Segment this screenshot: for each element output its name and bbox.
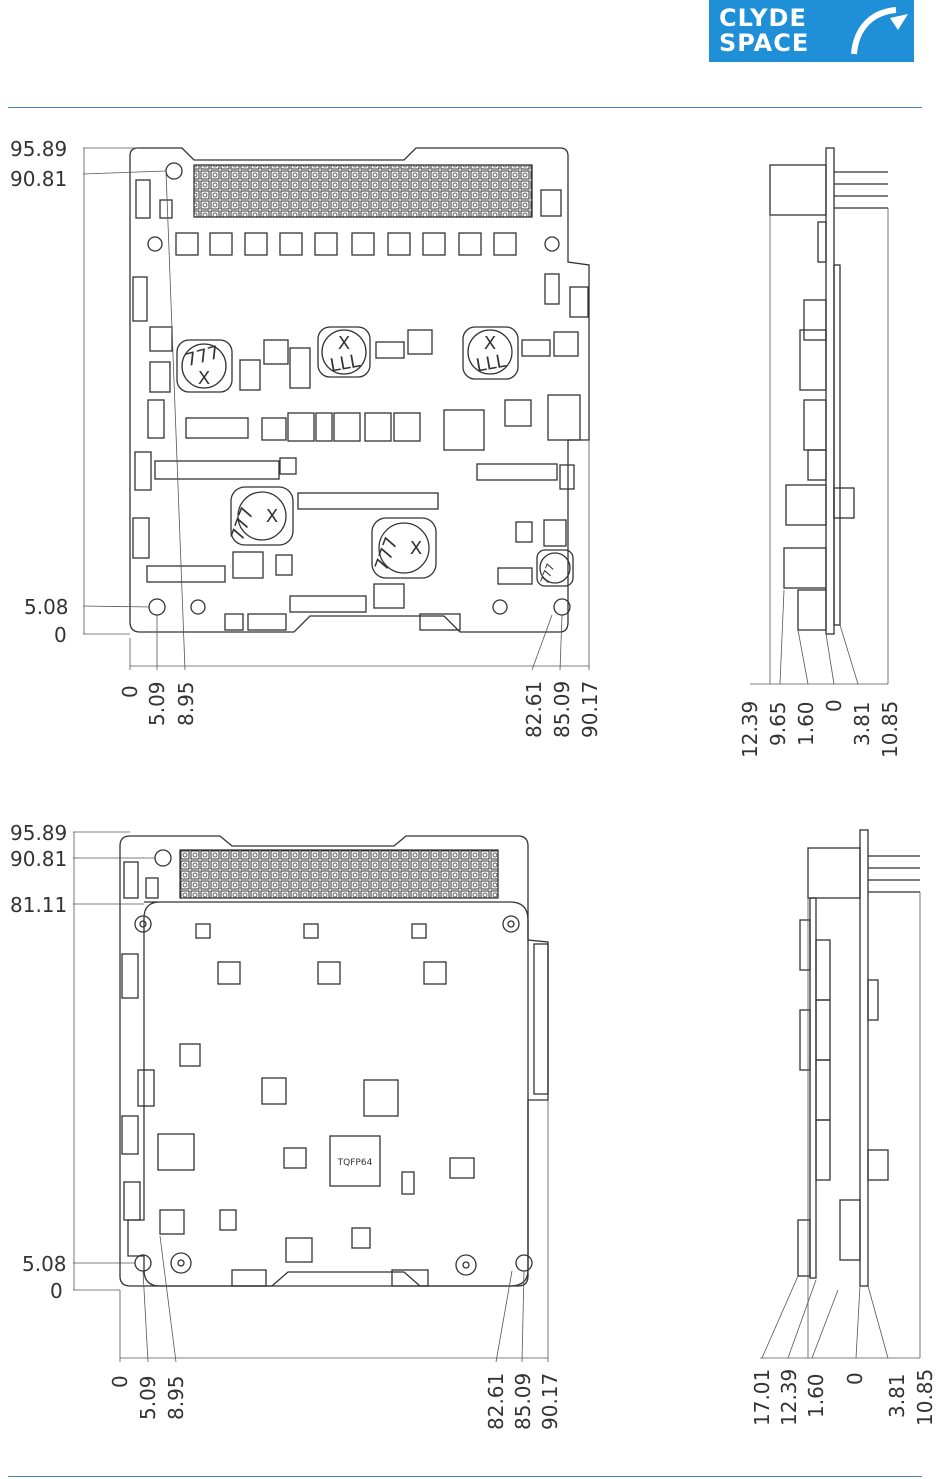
- side1-dim-0: 0: [822, 699, 846, 712]
- top-dim-90-81: 90.81: [10, 167, 67, 191]
- inductor-mark-1b: X: [198, 368, 210, 389]
- side2-dim-12-39: 12.39: [777, 1369, 801, 1426]
- side2-dim-1-60: 1.60: [804, 1373, 828, 1418]
- swoosh-icon: [851, 7, 908, 55]
- top-hdim-8-95: 8.95: [174, 681, 198, 726]
- bottom-hdim-8-95: 8.95: [164, 1375, 188, 1420]
- bottom-dim-5-08: 5.08: [22, 1252, 67, 1276]
- side1-dim-3-81: 3.81: [850, 701, 874, 746]
- inductor-mark-3: X: [484, 333, 496, 354]
- bottom-board-marks: TQFP64: [337, 1158, 373, 1168]
- bottom-view-dim-lines: [73, 831, 549, 1363]
- bottom-view-vertical-dims: 95.89 90.81 81.11 5.08 0: [10, 821, 67, 1303]
- inductor-mark-2b: LLL: [328, 351, 361, 377]
- side1-dim-10-85: 10.85: [878, 701, 902, 758]
- bottom-hdim-82-61: 82.61: [484, 1373, 508, 1430]
- inductor-mark-4b: X: [266, 506, 278, 527]
- side1-dim-12-39: 12.39: [738, 701, 762, 758]
- header-rule: [8, 107, 922, 108]
- bottom-dim-90-81: 90.81: [10, 847, 67, 871]
- side1-dim-1-60: 1.60: [794, 701, 818, 746]
- inductor-mark-5: 777: [371, 534, 402, 573]
- top-board: [129, 147, 590, 633]
- top-dim-0: 0: [54, 623, 67, 647]
- bottom-hdim-0: 0: [108, 1375, 132, 1388]
- top-hdim-82-61: 82.61: [522, 681, 546, 738]
- bottom-hdim-5-09: 5.09: [136, 1375, 160, 1420]
- top-side-view: [769, 147, 888, 635]
- top-dim-95-89: 95.89: [10, 137, 67, 161]
- side2-dim-3-81: 3.81: [885, 1373, 909, 1418]
- logo-line2: SPACE: [719, 29, 810, 57]
- inductor-mark-2: X: [338, 333, 350, 354]
- top-hdim-90-17: 90.17: [578, 681, 602, 738]
- inductor-mark-5b: X: [410, 538, 422, 559]
- bottom-dim-95-89: 95.89: [10, 821, 67, 845]
- clyde-space-logo: CLYDE SPACE: [709, 0, 914, 62]
- side2-dim-17-01: 17.01: [750, 1369, 774, 1426]
- top-hdim-85-09: 85.09: [550, 681, 574, 738]
- logo-line1: CLYDE: [719, 4, 807, 32]
- bottom-dim-0: 0: [50, 1279, 63, 1303]
- side2-dim-0: 0: [843, 1372, 867, 1385]
- bottom-side-view: [797, 829, 920, 1287]
- bottom-board: [119, 835, 549, 1287]
- top-dim-5-08: 5.08: [24, 595, 69, 619]
- side1-dim-9-65: 9.65: [766, 701, 790, 746]
- bottom-dim-81-11: 81.11: [10, 893, 67, 917]
- top-view-vertical-dims: 95.89 90.81 5.08 0: [10, 137, 69, 647]
- top-side-dim-lines: [750, 208, 889, 685]
- inductor-mark-3b: LLL: [474, 351, 507, 377]
- inductor-mark-6: 777: [538, 562, 557, 586]
- bottom-view-horizontal-dims: 0 5.09 8.95 82.61 85.09 90.17: [108, 1373, 562, 1430]
- bottom-hdim-85-09: 85.09: [511, 1373, 535, 1430]
- top-view-dim-lines: [82, 147, 590, 671]
- side2-dim-10-85: 10.85: [913, 1369, 937, 1426]
- top-view-horizontal-dims: 0 5.09 8.95 82.61 85.09 90.17: [118, 681, 602, 738]
- footer-rule: [8, 1476, 922, 1477]
- bottom-chip-label: TQFP64: [337, 1158, 373, 1168]
- top-side-dims: 12.39 9.65 1.60 0 3.81 10.85: [738, 699, 902, 758]
- bottom-side-dim-lines: [760, 892, 921, 1359]
- top-hdim-5-09: 5.09: [145, 681, 169, 726]
- top-hdim-0: 0: [118, 685, 142, 698]
- bottom-hdim-90-17: 90.17: [538, 1373, 562, 1430]
- bottom-side-dims: 17.01 12.39 1.60 0 3.81 10.85: [750, 1369, 937, 1426]
- inductor-mark-1: 777: [183, 342, 222, 371]
